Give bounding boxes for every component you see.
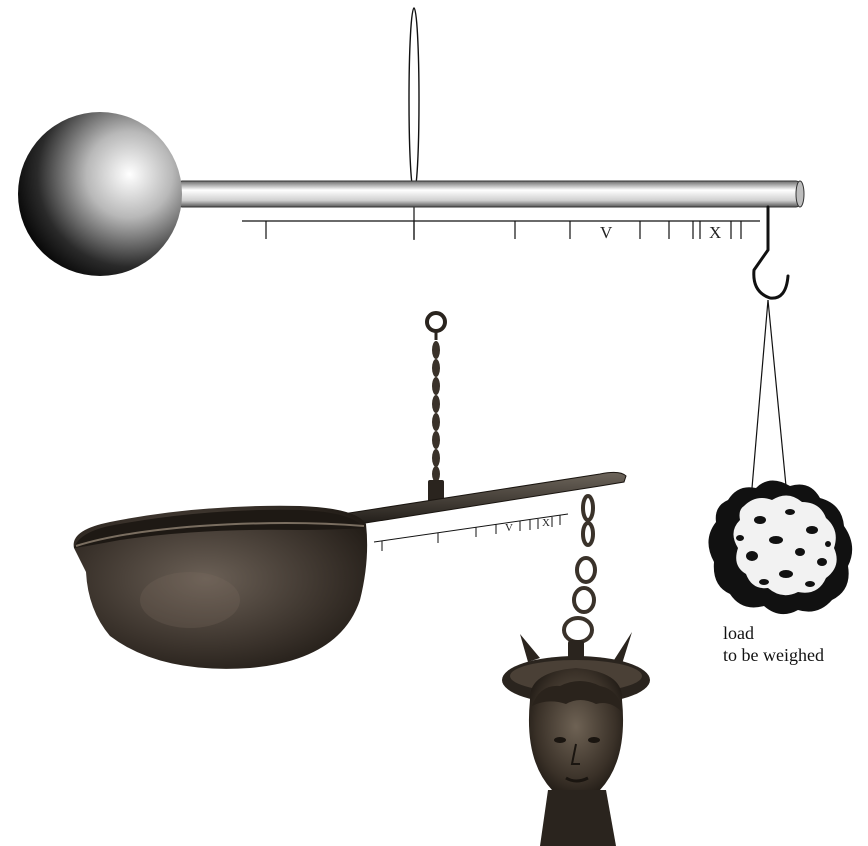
bronze-beam: [330, 472, 626, 528]
bronze-pan: [74, 506, 368, 669]
photo-scale: [374, 514, 568, 551]
counterweight-ball: [18, 112, 182, 276]
bronze-steelyard: V X: [74, 313, 650, 846]
beam-scale-label-x: X: [709, 223, 721, 242]
beam-scale: [242, 221, 760, 239]
suspension-chain: [432, 341, 440, 482]
head-weight: [502, 632, 650, 846]
beam-scale-label-v: V: [600, 223, 613, 242]
caption-line-to-be-weighed: to be weighed: [723, 644, 824, 666]
suspension-ring: [427, 313, 445, 331]
photo-scale-label-x: X: [542, 517, 550, 529]
load-caption: load to be weighed: [723, 622, 824, 666]
caption-line-load: load: [723, 622, 824, 644]
schematic-steelyard: V X: [18, 8, 804, 488]
load-rock: [708, 480, 852, 614]
beam-rod: [178, 181, 800, 207]
suspension-loop: [409, 8, 419, 192]
photo-scale-label-v: V: [505, 522, 513, 534]
weight-chain: [564, 496, 595, 642]
